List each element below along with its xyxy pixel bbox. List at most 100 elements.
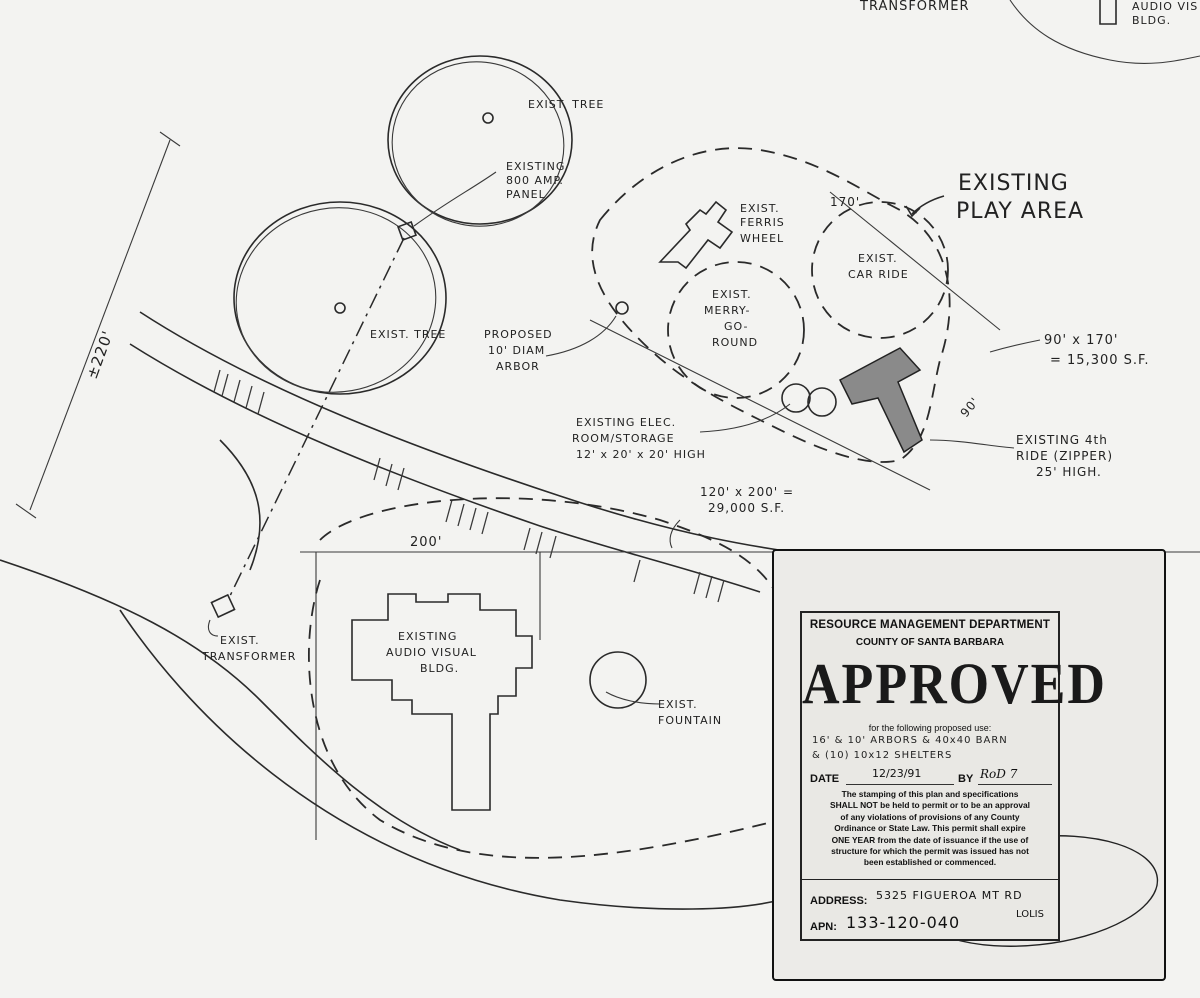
stamp-department: RESOURCE MANAGEMENT DEPARTMENT xyxy=(809,619,1051,631)
stamp-divider xyxy=(802,879,1058,880)
stamp-for-line: for the following proposed use: xyxy=(868,723,992,733)
zipper-leader xyxy=(929,439,1015,449)
ride-zipper-label-3: 25' HIGH. xyxy=(1036,465,1102,479)
area-120x200-label-2: 29,000 S.F. xyxy=(708,501,785,515)
stamp-address-value: 5325 FIGUEROA MT RD xyxy=(876,889,1023,902)
ride-zipper-label-1: EXISTING 4th xyxy=(1016,433,1108,447)
panel-leader-line xyxy=(413,171,497,227)
road-hatching xyxy=(213,369,725,603)
proposed-arbor-icon xyxy=(615,301,629,315)
audio-visual-top-label: AUDIO VIS xyxy=(1132,0,1198,13)
stamp-date-label: DATE xyxy=(810,773,840,785)
area-leader xyxy=(669,519,681,549)
ferris-wheel-label-1: EXIST. xyxy=(740,202,780,215)
stamp-status: APPROVED xyxy=(802,652,1107,717)
transformer-label-2: TRANSFORMER xyxy=(201,650,296,663)
stamp-address-value-2: LOLIS xyxy=(1016,909,1044,920)
stamp-use-line-1: 16' & 10' ARBORS & 40x40 BARN xyxy=(812,735,1008,746)
fountain-leader xyxy=(605,691,661,705)
audio-visual-top-label-2: BLDG. xyxy=(1132,14,1171,27)
approval-stamp-inset: RESOURCE MANAGEMENT DEPARTMENT COUNTY OF… xyxy=(772,549,1166,981)
car-ride-circle xyxy=(811,201,949,339)
exist-tree-1-label: EXIST. TREE xyxy=(528,98,604,111)
top-curve-path xyxy=(1009,0,1200,64)
elec-room-leader xyxy=(699,403,791,433)
audio-visual-label-2: AUDIO VISUAL xyxy=(386,646,477,659)
area-120x200-label-1: 120' x 200' = xyxy=(700,485,794,499)
area-90x170-leader xyxy=(989,339,1041,353)
elec-room-label-1: EXISTING ELEC. xyxy=(576,416,676,429)
partial-building-shape xyxy=(1099,0,1117,25)
fountain-circle xyxy=(589,651,647,709)
stamp-fine-line: been established or commenced. xyxy=(863,857,997,868)
existing-panel-label-3: PANEL xyxy=(506,188,546,201)
area-90x170-label-2: = 15,300 S.F. xyxy=(1050,353,1150,368)
stamp-date-value: 12/23/91 xyxy=(872,767,922,780)
stamp-fine-line: of any violations of provisions of any C… xyxy=(840,811,1020,822)
stamp-fine-line: structure for which the permit was issue… xyxy=(831,846,1029,857)
car-ride-label-2: CAR RIDE xyxy=(848,268,909,281)
stamp-county: COUNTY OF SANTA BARBARA xyxy=(855,637,1005,648)
stamp-by-label: BY xyxy=(958,773,974,785)
proposed-arbor-label-1: PROPOSED xyxy=(484,328,553,341)
merry-go-round-label-2: MERRY- xyxy=(704,304,750,317)
ride-zipper-label-2: RIDE (ZIPPER) xyxy=(1016,449,1113,463)
stamp-by-underline xyxy=(978,784,1052,785)
stamp-apn-value: 133-120-040 xyxy=(846,913,961,932)
arbor-leader xyxy=(545,315,617,357)
outer-path-curve xyxy=(119,609,781,910)
tree-trunk-1-icon xyxy=(482,112,494,124)
audio-visual-building xyxy=(351,593,533,811)
tree-canopy-1 xyxy=(387,55,573,225)
stamp-fine-line: ONE YEAR from the date of issuance if th… xyxy=(831,834,1029,845)
stamp-fine-line: SHALL NOT be held to permit or to be an … xyxy=(830,800,1030,811)
proposed-arbor-label-2: 10' DIAM xyxy=(488,344,545,357)
existing-play-area-label-2: PLAY AREA xyxy=(956,199,1084,224)
dashed-area-bottom xyxy=(308,579,781,859)
car-ride-label-1: EXIST. xyxy=(858,252,898,265)
tree-canopy-2 xyxy=(233,201,447,395)
fountain-label-1: EXIST. xyxy=(658,698,698,711)
dim-220-line xyxy=(29,139,171,511)
play-area-edge-line-2 xyxy=(829,191,1001,331)
tree-canopy-2b xyxy=(235,207,437,393)
stamp-fine-line: The stamping of this plan and specificat… xyxy=(841,789,1019,799)
play-area-arrow xyxy=(911,195,945,215)
tree-trunk-2-icon xyxy=(334,302,346,314)
elec-room-label-3: 12' x 20' x 20' HIGH xyxy=(576,448,706,461)
left-path-curve xyxy=(0,559,461,851)
proposed-arbor-label-3: ARBOR xyxy=(496,360,540,373)
elec-room-label-2: ROOM/STORAGE xyxy=(572,432,675,445)
dim-220-label: ±220' xyxy=(83,328,117,381)
ferris-wheel-label-2: FERRIS xyxy=(740,216,785,229)
left-small-curve xyxy=(219,439,261,571)
play-area-edge-line xyxy=(589,319,931,491)
stamp-apn-label: APN: xyxy=(810,921,837,933)
zipper-ride-shape xyxy=(839,347,923,454)
existing-panel-label-2: 800 AMP. xyxy=(506,174,564,187)
audio-visual-label-1: EXISTING xyxy=(398,630,457,643)
conduit-line xyxy=(227,237,405,601)
transformer-icon xyxy=(210,593,236,619)
dim-200-label: 200' xyxy=(410,535,442,550)
existing-panel-label-1: EXISTING xyxy=(506,160,565,173)
elec-room-circle-2 xyxy=(807,387,837,417)
merry-go-round-circle xyxy=(667,261,805,399)
merry-go-round-label-3: GO- xyxy=(724,320,748,333)
dashed-area-top xyxy=(319,497,781,601)
dim-90-label: 90' xyxy=(958,394,983,420)
exist-tree-2-label: EXIST. TREE xyxy=(370,328,446,341)
transformer-leader xyxy=(207,619,219,637)
stamp-address-label: ADDRESS: xyxy=(810,895,868,907)
stamp-date-underline xyxy=(846,784,954,785)
play-area-arrowhead xyxy=(905,205,921,218)
transformer-label-1: EXIST. xyxy=(220,634,260,647)
dim-220-ticks xyxy=(15,131,181,519)
merry-go-round-label-1: EXIST. xyxy=(712,288,752,301)
stamp-by-value: RoD 7 xyxy=(980,767,1018,781)
ferris-wheel-label-3: WHEEL xyxy=(740,232,784,245)
dim-170-label: 170' xyxy=(830,195,860,209)
approval-stamp: RESOURCE MANAGEMENT DEPARTMENT COUNTY OF… xyxy=(800,611,1107,941)
play-area-boundary xyxy=(591,147,951,463)
stamp-fine-line: Ordinance or State Law. This permit shal… xyxy=(834,823,1026,834)
